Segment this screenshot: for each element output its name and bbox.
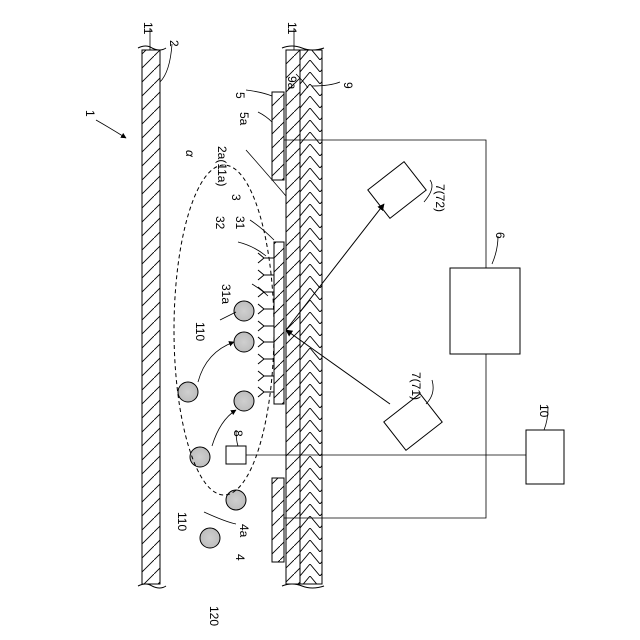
- label-target-particle-a: 110: [193, 322, 207, 341]
- electrode-4: [272, 478, 284, 562]
- label-sensor: 8: [231, 430, 245, 437]
- label-wall-right: 11: [285, 22, 299, 35]
- label-first-molecule-end: 31a: [219, 284, 233, 304]
- label-detector-72: 7(72): [433, 184, 447, 212]
- processor-box: [526, 430, 564, 484]
- label-electrode-5: 5: [233, 92, 247, 99]
- label-emitter-71: 7(71): [409, 372, 423, 400]
- emitter-71-box: [384, 394, 442, 451]
- left-wall: [138, 46, 166, 588]
- particles: [178, 301, 254, 548]
- label-substrate-face: 9a: [285, 76, 299, 90]
- label-first-molecule: 31: [233, 216, 247, 230]
- label-processor: 10: [537, 404, 551, 418]
- label-target-particle-b: 110: [175, 512, 189, 531]
- right-wall: [282, 46, 324, 588]
- label-wall-top: 11: [141, 22, 155, 35]
- label-substrate: 9: [341, 82, 355, 89]
- label-electrode-5a: 5a: [237, 112, 251, 126]
- label-channel: 2: [167, 40, 181, 47]
- label-inner-surface: 2a(11a): [215, 146, 229, 186]
- label-second-molecule: 32: [213, 216, 227, 230]
- motion-arrows: [198, 342, 236, 446]
- sensor-box: [226, 446, 246, 464]
- label-controller: 6: [493, 232, 507, 239]
- capture-layer: [274, 242, 284, 404]
- detector-72-box: [368, 162, 426, 219]
- label-electrode-4: 4: [233, 554, 247, 561]
- label-device: 1: [83, 110, 97, 117]
- label-region: α: [183, 150, 197, 158]
- controller-box: [450, 268, 520, 354]
- label-electrode-4a: 4a: [237, 524, 251, 538]
- electrode-5: [272, 92, 284, 180]
- label-capture-layer: 3: [229, 194, 243, 201]
- label-liquid: 120: [207, 606, 221, 626]
